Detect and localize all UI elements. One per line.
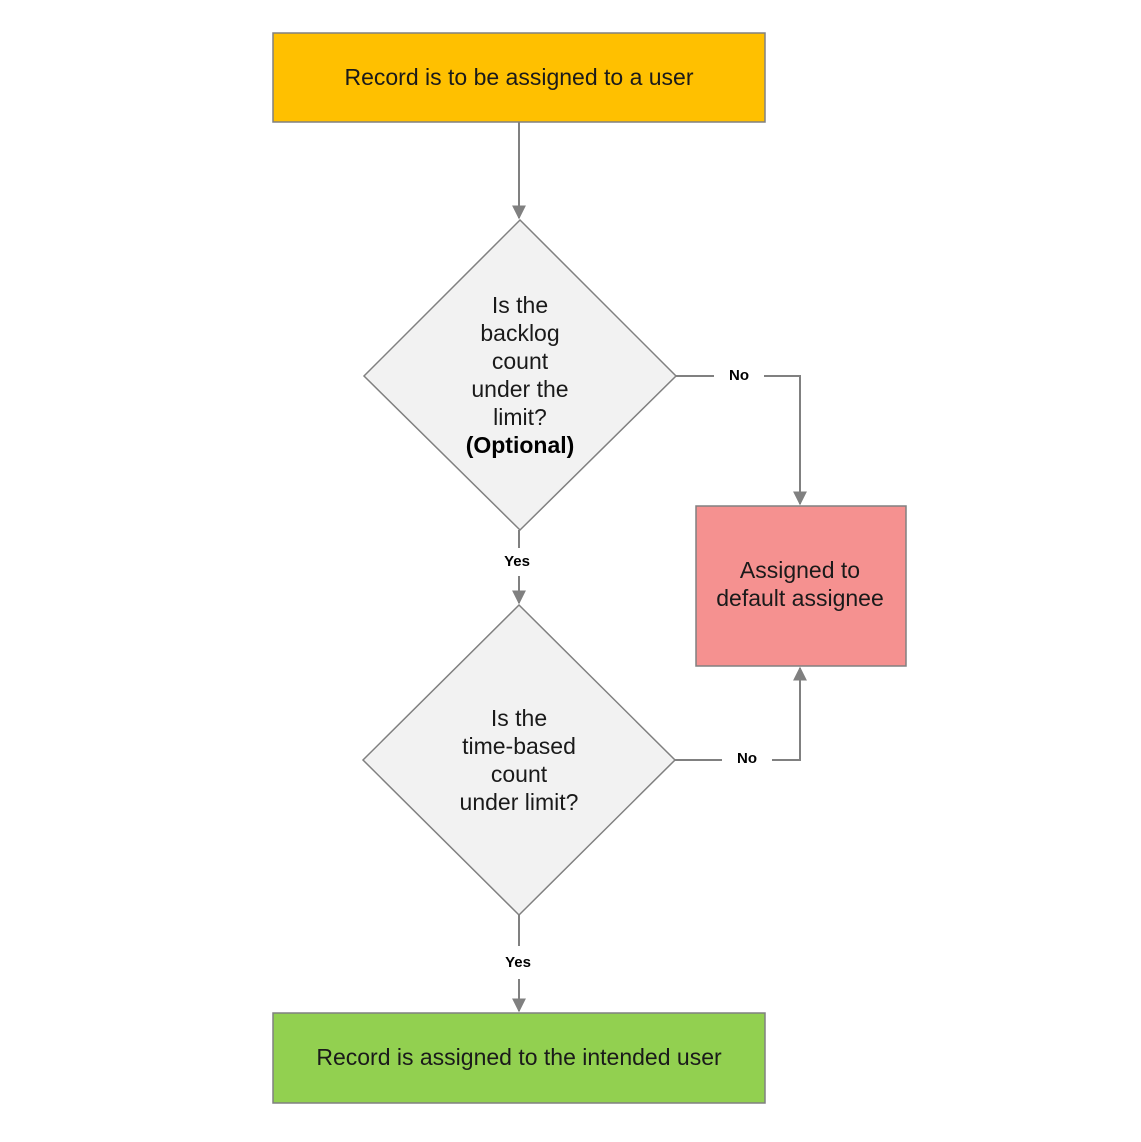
decision2-line-2: time-based bbox=[462, 733, 576, 759]
edge-label-decision2-yes: Yes bbox=[505, 954, 531, 971]
edge-decision2-no-b bbox=[772, 666, 807, 761]
decision1-node: Is the backlog count under the limit? (O… bbox=[362, 218, 678, 532]
start-box bbox=[272, 32, 766, 123]
start-label: Record is to be assigned to a user bbox=[344, 64, 693, 90]
decision1-line-5: limit? bbox=[493, 404, 547, 430]
default-assignee-box bbox=[695, 505, 907, 667]
edge-label-decision2-no: No bbox=[737, 750, 757, 767]
edge-label-decision1-no: No bbox=[729, 367, 749, 384]
decision2-line-3: count bbox=[491, 761, 548, 787]
decision2-diamond bbox=[361, 603, 677, 917]
end-node: Record is assigned to the intended user bbox=[272, 1012, 766, 1104]
end-label: Record is assigned to the intended user bbox=[316, 1044, 722, 1070]
decision1-line-4: under the bbox=[471, 376, 568, 402]
default-assignee-line-2: default assignee bbox=[716, 585, 884, 611]
default-assignee-line-1: Assigned to bbox=[740, 557, 860, 583]
decision1-diamond bbox=[362, 218, 678, 532]
end-box bbox=[272, 1012, 766, 1104]
edge-label-decision1-yes: Yes bbox=[504, 553, 530, 570]
default-assignee-node: Assigned to default assignee bbox=[695, 505, 907, 667]
decision1-line-2: backlog bbox=[480, 320, 559, 346]
decision1-line-1: Is the bbox=[492, 292, 548, 318]
decision2-line-4: under limit? bbox=[460, 789, 579, 815]
decision1-optional-label: (Optional) bbox=[466, 432, 575, 458]
start-node: Record is to be assigned to a user bbox=[272, 32, 766, 123]
edge-decision1-no-b bbox=[764, 375, 807, 506]
decision2-line-1: Is the bbox=[491, 705, 547, 731]
decision1-line-3: count bbox=[492, 348, 549, 374]
decision2-node: Is the time-based count under limit? bbox=[361, 603, 677, 917]
